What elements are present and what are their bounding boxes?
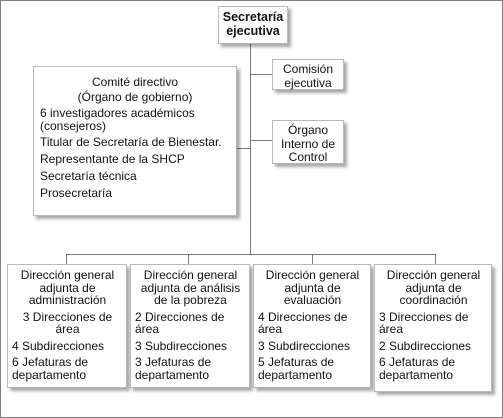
- direction-item: 6 Jefaturas de departamento: [379, 355, 456, 382]
- direction-item: 3 Direcciones de área: [379, 309, 469, 336]
- direction-item: 6 Jefaturas de departamento: [12, 355, 89, 382]
- direction-item: 2 Subdirecciones: [379, 338, 472, 353]
- direction-title: Dirección general adjunta de evaluación: [265, 268, 360, 307]
- direction-item: 4 Direcciones de área: [258, 309, 348, 336]
- main-vertical-connector: [250, 44, 251, 254]
- organo-connector: [251, 140, 272, 141]
- horizontal-branch-connector: [66, 254, 435, 255]
- organo-line2: Interno de: [280, 136, 336, 151]
- direction-item: 3 Jefaturas de departamento: [135, 355, 212, 382]
- comite-item: Titular de Secretaría de Bienestar.: [40, 135, 222, 149]
- direction-item: 3 Subdirecciones: [135, 338, 228, 353]
- branch-drop-4: [435, 254, 436, 264]
- secretaria-ejecutiva-line1: Secretaría: [222, 10, 284, 24]
- direction-item: 2 Direcciones de área: [135, 309, 225, 336]
- direction-box-pobreza: Dirección general adjunta de análisis de…: [130, 264, 250, 388]
- comite-connector: [236, 148, 250, 149]
- organo-line3: Control: [288, 150, 328, 164]
- direction-item: 3 Subdirecciones: [258, 338, 351, 353]
- organo-line1: Órgano: [287, 123, 329, 137]
- branch-drop-1: [66, 254, 67, 264]
- comite-directivo-box: Comité directivo (Órgano de gobierno) 6 …: [33, 66, 237, 216]
- secretaria-ejecutiva-box: Secretaría ejecutiva: [218, 6, 288, 44]
- direction-item: 4 Subdirecciones: [12, 338, 105, 353]
- direction-item: 5 Jefaturas de departamento: [258, 355, 335, 382]
- direction-box-coordinacion: Dirección general adjunta de coordinació…: [374, 264, 492, 392]
- secretaria-ejecutiva-line2: ejecutiva: [226, 24, 280, 38]
- comite-item: Prosecretaría: [40, 186, 113, 200]
- comite-title: Comité directivo: [91, 75, 179, 89]
- comision-ejecutiva-line2: ejecutiva: [284, 75, 332, 90]
- organo-interno-box: Órgano Interno de Control: [272, 120, 344, 164]
- direction-item: 3 Direcciones de área: [22, 309, 113, 336]
- direction-box-administracion: Dirección general adjunta de administrac…: [7, 264, 127, 388]
- direction-box-evaluacion: Dirección general adjunta de evaluación …: [253, 264, 371, 388]
- comite-item: Representante de la SHCP: [40, 152, 185, 166]
- branch-drop-2: [188, 254, 189, 264]
- branch-drop-3: [312, 254, 313, 264]
- direction-title: Dirección general adjunta de coordinació…: [386, 268, 481, 307]
- comite-item: Secretaría técnica: [40, 169, 137, 183]
- direction-title: Dirección general adjunta de administrac…: [20, 268, 115, 307]
- direction-title: Dirección general adjunta de análisis de…: [140, 268, 241, 307]
- comite-subtitle: (Órgano de gobierno): [77, 90, 193, 104]
- comision-connector: [251, 74, 272, 75]
- comision-ejecutiva-box: Comisión ejecutiva: [272, 59, 344, 90]
- comision-ejecutiva-line1: Comisión: [282, 62, 333, 76]
- comite-item: 6 investigadores académicos (consejeros): [40, 106, 195, 133]
